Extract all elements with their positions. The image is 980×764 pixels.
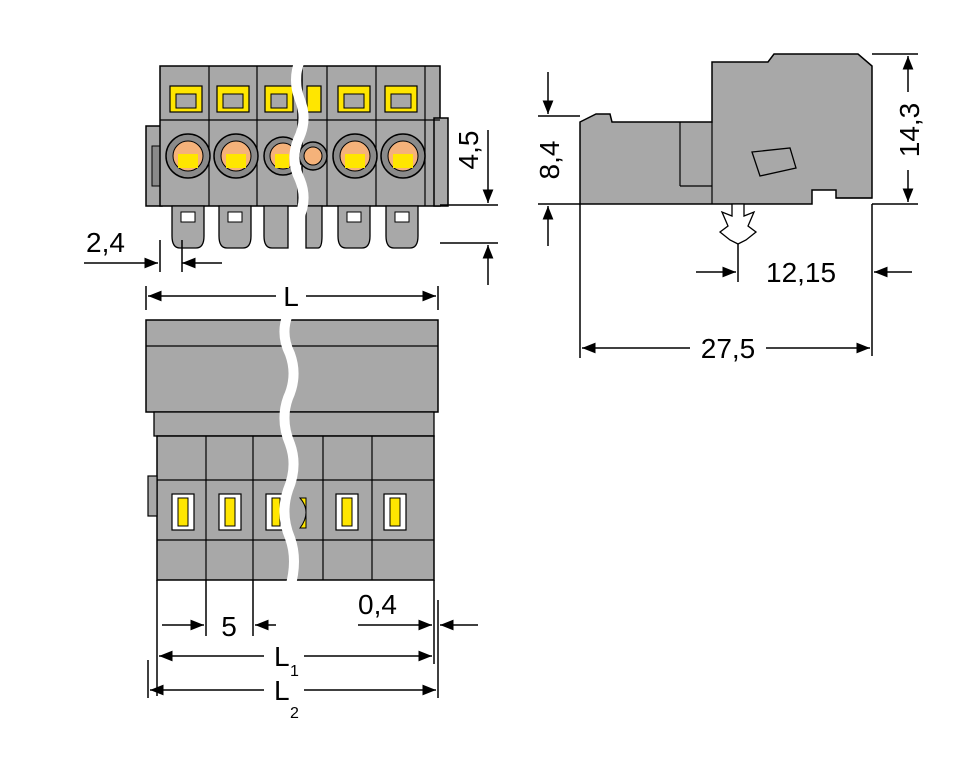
dim-L2-subscript: 2 bbox=[290, 705, 299, 722]
dim-8-4: 8,4 bbox=[534, 141, 565, 180]
side-window bbox=[751, 147, 797, 177]
break-line bbox=[289, 58, 309, 255]
front-view bbox=[145, 58, 449, 255]
dim-2-4: 2,4 bbox=[86, 227, 125, 258]
dim-L: L bbox=[283, 281, 299, 312]
actuators bbox=[169, 85, 418, 113]
right-side-rib bbox=[433, 117, 449, 207]
dim-L1-subscript: 1 bbox=[290, 663, 299, 680]
locking-pin bbox=[718, 203, 758, 245]
top-side-latch bbox=[147, 475, 158, 517]
dim-12-15: 12,15 bbox=[766, 257, 836, 288]
top-actuators bbox=[177, 497, 401, 529]
front-body-right bbox=[301, 65, 441, 207]
side-view-dimensions bbox=[538, 53, 918, 358]
dim-L2: L bbox=[274, 675, 290, 706]
dim-5: 5 bbox=[221, 611, 237, 642]
pins bbox=[171, 205, 419, 249]
side-latch-detail bbox=[151, 145, 161, 187]
side-body bbox=[579, 53, 873, 205]
top-break-line bbox=[279, 312, 299, 590]
dim-14-3: 14,3 bbox=[894, 103, 925, 158]
side-view bbox=[579, 53, 873, 245]
top-view-dimensions bbox=[145, 286, 478, 698]
dim-L1: L bbox=[274, 641, 290, 672]
dim-4-5: 4,5 bbox=[453, 131, 484, 170]
front-view-dimensions bbox=[84, 130, 498, 285]
dim-0-4: 0,4 bbox=[358, 589, 397, 620]
top-view bbox=[145, 312, 439, 590]
actuator bbox=[306, 85, 322, 113]
dim-27-5: 27,5 bbox=[701, 333, 756, 364]
